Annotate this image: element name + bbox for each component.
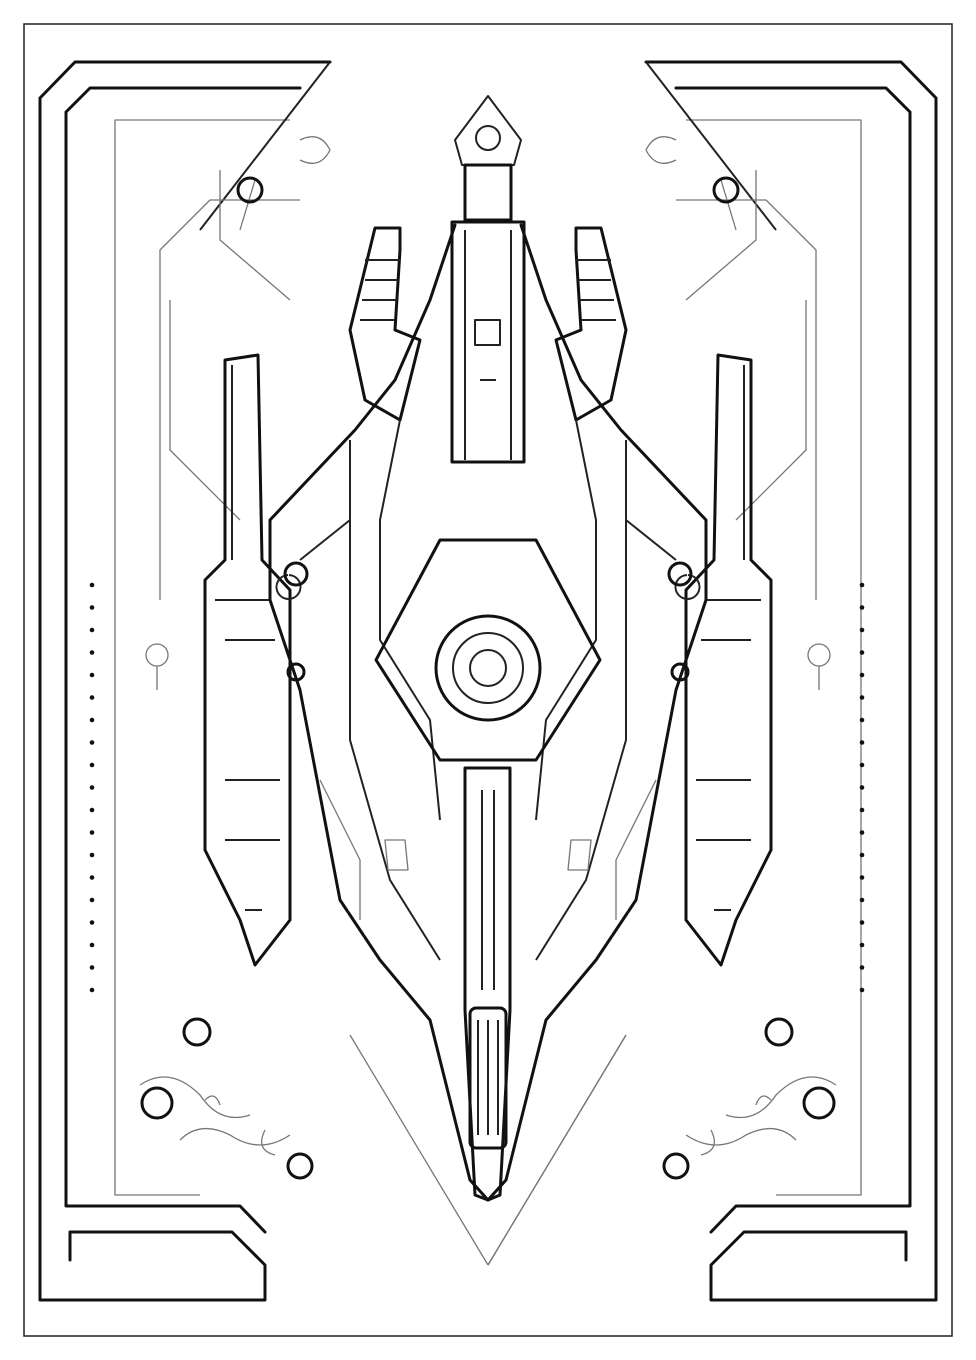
lower-spine-slot [481, 790, 495, 990]
side-dot [859, 605, 865, 610]
side-dot [89, 717, 95, 723]
side-dots [89, 582, 865, 993]
side-dot [859, 740, 865, 745]
lower-spine [463, 766, 512, 1202]
side-dot [859, 650, 865, 655]
side-dot [89, 650, 95, 655]
bubble [286, 1152, 314, 1180]
side-dot [859, 785, 865, 790]
side-dot [859, 627, 865, 633]
side-dot [89, 785, 95, 790]
engine-nacelle [348, 226, 422, 422]
side-dot [859, 852, 865, 858]
side-dot [89, 627, 95, 633]
side-dot [89, 807, 95, 813]
ship-spine [374, 95, 627, 1266]
swirl-decoration [139, 1076, 291, 1156]
side-dot [89, 875, 95, 880]
side-dot [859, 807, 865, 813]
triangle-accent [349, 1034, 489, 1266]
bubble [140, 1086, 174, 1120]
exhaust-grille-lines [477, 1020, 499, 1135]
exhaust-grille [468, 1006, 508, 1150]
frame-diagonal [199, 61, 331, 231]
wing-pod-detail [215, 365, 280, 911]
side-dot [859, 897, 865, 903]
side-dot [89, 965, 95, 970]
bottom-triangle [487, 1034, 627, 1266]
side-dot [859, 830, 865, 835]
spine-top-emblem [454, 95, 522, 166]
circuit-line [159, 170, 300, 600]
spine-lines [464, 230, 512, 460]
core-ring-mid [452, 632, 524, 704]
side-dot [89, 605, 95, 610]
core-ring-inner [469, 649, 507, 687]
side-dot [859, 717, 865, 723]
side-dot [89, 695, 95, 700]
side-dot [89, 942, 95, 948]
hull-panel [319, 779, 409, 920]
side-dot [859, 762, 865, 768]
circuit-line [156, 136, 331, 690]
side-dot [89, 897, 95, 903]
hull-wing-left [268, 223, 490, 1202]
core-housing [374, 538, 602, 762]
circuit-node [236, 176, 264, 204]
side-dot [859, 965, 865, 970]
bolt-detail [283, 561, 309, 587]
frame-outer-bracket [38, 60, 332, 1302]
side-dot [859, 920, 865, 925]
side-dot [859, 672, 865, 678]
page-border [23, 23, 953, 1337]
emblem-circle [475, 125, 501, 151]
frame-inner-panel [114, 119, 290, 1196]
bubble [182, 1017, 212, 1047]
bolt-detail [286, 662, 306, 682]
side-dot [89, 762, 95, 768]
wing-pod-outer [203, 353, 292, 967]
side-dot [89, 920, 95, 925]
side-dot [89, 582, 95, 588]
circuit-node [145, 643, 169, 667]
side-dot [89, 987, 95, 993]
core-ring-outer [434, 614, 542, 722]
spine-cap [463, 163, 513, 222]
side-dot [859, 942, 865, 948]
frame-inner-bracket [64, 86, 302, 1234]
side-dot [859, 695, 865, 700]
side-dot [89, 740, 95, 745]
engine-detail [360, 259, 400, 321]
side-dot [859, 875, 865, 880]
spine-body [450, 220, 526, 464]
side-dot [859, 582, 865, 588]
side-dot [89, 830, 95, 835]
side-dot [859, 987, 865, 993]
hull-wing-inner [275, 419, 441, 961]
side-dot [89, 852, 95, 858]
frame-left-half [38, 60, 490, 1302]
side-dot [89, 672, 95, 678]
